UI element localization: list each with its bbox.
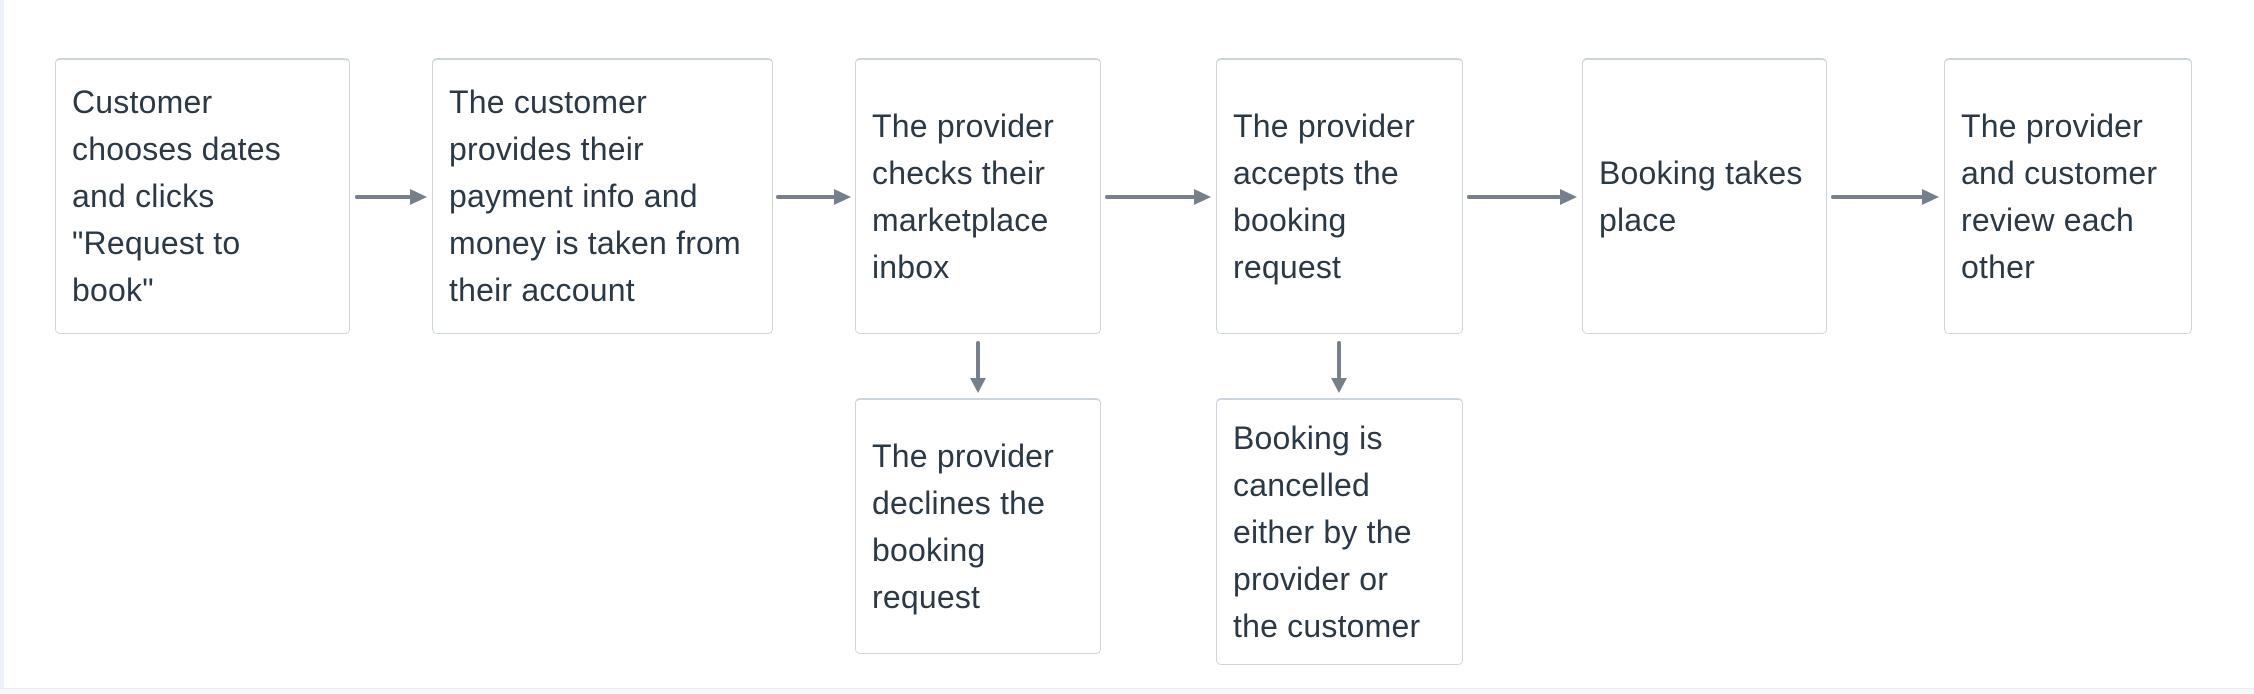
arrow-down-icon bbox=[1331, 341, 1347, 393]
arrow-right-icon bbox=[776, 189, 851, 205]
flow-branch-booking-cancelled: Booking is cancelled either by the provi… bbox=[1216, 398, 1463, 665]
flow-step-label: Booking takes place bbox=[1599, 154, 1803, 238]
flow-step-label: Customer chooses dates and clicks "Reque… bbox=[72, 84, 281, 308]
flow-step-label: The customer provides their payment info… bbox=[449, 84, 741, 308]
page-left-edge bbox=[0, 0, 4, 694]
flow-step-provider-accepts: The provider accepts the booking request bbox=[1216, 58, 1463, 334]
page-bottom-edge bbox=[0, 688, 2254, 694]
flow-step-customer-requests-booking: Customer chooses dates and clicks "Reque… bbox=[55, 58, 350, 334]
flow-step-label: The provider and customer review each ot… bbox=[1961, 107, 2158, 285]
flow-step-review-each-other: The provider and customer review each ot… bbox=[1944, 58, 2192, 334]
arrow-right-icon bbox=[1105, 189, 1211, 205]
arrow-down-icon bbox=[970, 341, 986, 393]
arrow-right-icon bbox=[355, 189, 427, 205]
flow-step-booking-takes-place: Booking takes place bbox=[1582, 58, 1827, 334]
flow-branch-provider-declines: The provider declines the booking reques… bbox=[855, 398, 1101, 654]
flow-step-provider-checks-inbox: The provider checks their marketplace in… bbox=[855, 58, 1101, 334]
flow-step-label: The provider accepts the booking request bbox=[1233, 107, 1416, 285]
flow-step-customer-payment: The customer provides their payment info… bbox=[432, 58, 773, 334]
arrow-right-icon bbox=[1467, 189, 1577, 205]
flow-step-label: The provider declines the booking reques… bbox=[872, 437, 1055, 615]
flow-step-label: The provider checks their marketplace in… bbox=[872, 107, 1055, 285]
flow-step-label: Booking is cancelled either by the provi… bbox=[1233, 419, 1421, 644]
arrow-right-icon bbox=[1831, 189, 1939, 205]
